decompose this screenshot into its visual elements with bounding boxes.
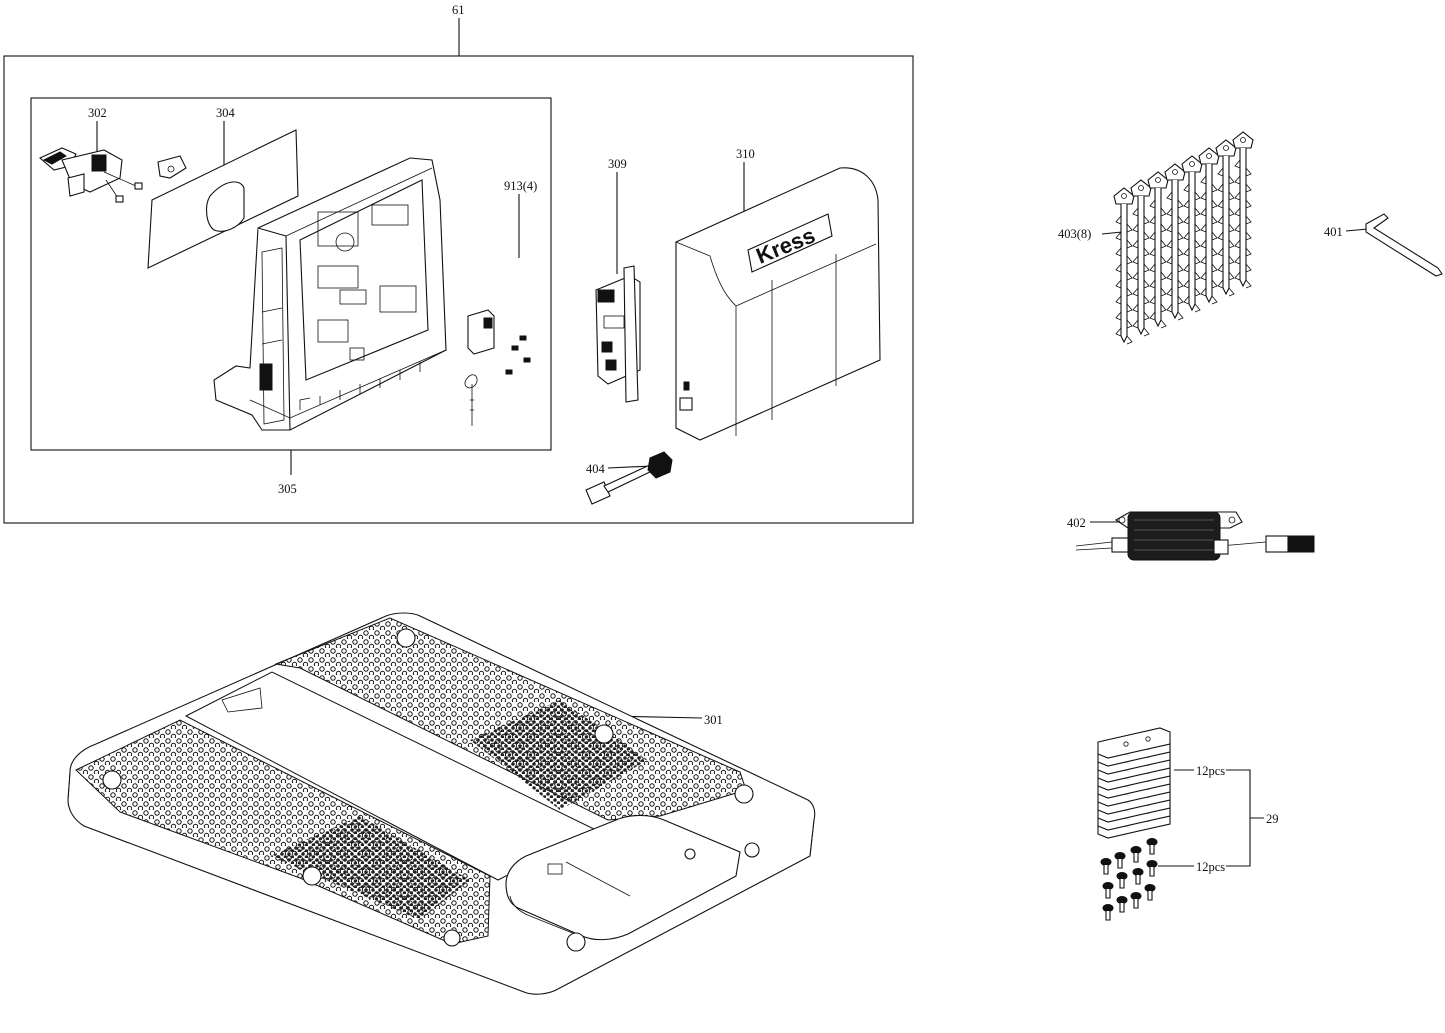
screw [1116, 896, 1128, 913]
screw [1100, 858, 1112, 875]
screw [1114, 852, 1126, 869]
part-401-hex-key: 401 [1324, 213, 1443, 277]
part-404-tool: 404 [585, 451, 673, 505]
callout-403: 403(8) [1058, 227, 1091, 241]
part-310-cover: 310 Kress [675, 147, 881, 441]
part-302-clip: 302 [38, 106, 143, 203]
callout-301: 301 [704, 713, 723, 727]
screw [1130, 892, 1142, 909]
peg [1198, 147, 1220, 305]
callout-404: 404 [586, 462, 606, 476]
peg [1130, 179, 1152, 337]
peg [1232, 131, 1254, 289]
callout-913: 913(4) [504, 179, 537, 193]
screw [1102, 882, 1114, 899]
blade [1097, 727, 1171, 759]
callout-29: 29 [1266, 812, 1279, 826]
part-305-housing [213, 157, 447, 431]
callout-310: 310 [736, 147, 755, 161]
callout-309: 309 [608, 157, 627, 171]
callout-61: 61 [452, 3, 465, 17]
peg [1113, 187, 1135, 345]
part-913-screws: 913(4) [464, 179, 537, 426]
callout-401: 401 [1324, 225, 1343, 239]
screw [1132, 868, 1144, 885]
screw [1102, 904, 1114, 921]
screw [1146, 838, 1158, 855]
blade-stack [1097, 727, 1171, 839]
screw-quantity: 12pcs [1196, 860, 1225, 874]
screw [1144, 884, 1156, 901]
callout-305: 305 [278, 482, 297, 496]
assembly-61-frame [3, 55, 914, 524]
screw [1116, 872, 1128, 889]
callout-302: 302 [88, 106, 107, 120]
callout-402: 402 [1067, 516, 1086, 530]
screw [1130, 846, 1142, 863]
screw [1146, 860, 1158, 877]
part-309-holder: 309 [595, 157, 641, 403]
peg [1147, 171, 1169, 329]
peg [1164, 163, 1186, 321]
part-301-base-plate: 301 [67, 612, 816, 995]
peg [1215, 139, 1237, 297]
part-29-blade-kit: 12pcs 12pcs 29 [1097, 727, 1279, 921]
blade-quantity: 12pcs [1196, 764, 1225, 778]
screw-set [1100, 838, 1158, 921]
part-402-power-supply: 402 [1067, 511, 1315, 561]
psu-body [1127, 511, 1221, 561]
peg-set [1113, 131, 1254, 345]
peg [1181, 155, 1203, 313]
part-403-pegs: 403(8) [1058, 131, 1254, 345]
part-304-label: 304 [147, 106, 299, 269]
assembly-61-group: 61 305 [3, 3, 914, 524]
callout-304: 304 [216, 106, 236, 120]
